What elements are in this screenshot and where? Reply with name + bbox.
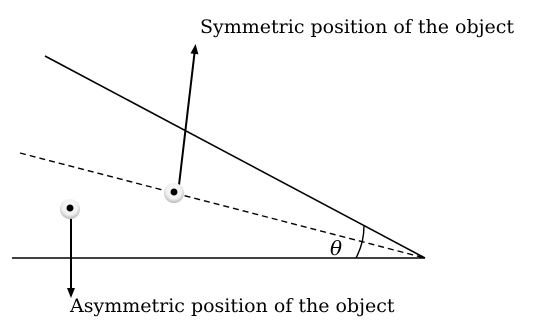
dashed-bisector-line	[19, 152, 426, 259]
mirror-line	[44, 55, 426, 259]
symmetric-arrow	[178, 44, 199, 186]
symmetric-position-label: Symmetric position of the object	[200, 16, 515, 38]
angle-arc	[355, 225, 365, 259]
angle-theta-label: θ	[330, 236, 343, 260]
asymmetric-object	[60, 199, 80, 219]
asymmetric-position-label: Asymmetric position of the object	[70, 295, 395, 317]
symmetric-object	[164, 183, 184, 203]
